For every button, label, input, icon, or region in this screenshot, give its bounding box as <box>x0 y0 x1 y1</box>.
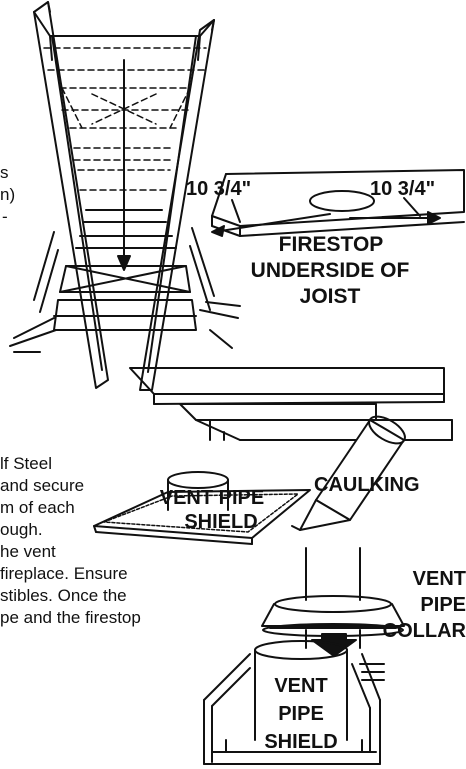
firestop-title-line: JOIST <box>299 285 361 308</box>
firestop-title-line: UNDERSIDE OF <box>250 259 410 282</box>
text-fragment: pe and the firestop <box>0 608 141 627</box>
firestop-subtitle-end: JOIST <box>270 284 390 310</box>
firestop-subtitle: UNDERSIDE OF <box>210 258 450 284</box>
vent-pipe-shield-label: VENT PIPE <box>142 486 282 510</box>
text-fragment: m of each <box>0 498 75 517</box>
bottom-vent-pipe-shield-label: VENT PIPE SHIELD <box>256 672 346 756</box>
text-fragment: stibles. Once the <box>0 586 127 605</box>
vent-pipe-collar-line: VENT <box>412 568 466 590</box>
text-fragment: s <box>0 163 9 182</box>
bottom-shield-line: PIPE <box>278 703 324 725</box>
text-fragment: he vent <box>0 542 56 561</box>
text-fragment: - <box>2 207 8 226</box>
vent-pipe-shield-line: SHIELD <box>184 511 258 533</box>
text-fragment: fireplace. Ensure <box>0 564 128 583</box>
collar-shield-drawing <box>203 547 405 765</box>
text-fragment: and secure <box>0 476 85 495</box>
text-fragment: n) <box>0 185 16 204</box>
bottom-shield-line: SHIELD <box>264 731 338 753</box>
dimension-right-label: 10 3/4" <box>370 178 436 200</box>
vent-pipe-shield-label-2: SHIELD <box>176 510 266 534</box>
firestop-plate <box>211 169 465 237</box>
firestop-title: FIRESTOP <box>246 232 416 258</box>
text-fragment: ough. <box>0 520 43 539</box>
vent-pipe-collar-line: COLLAR <box>382 620 466 642</box>
dimension-left-label: 10 3/4" <box>186 178 252 200</box>
caulking-label: CAULKING <box>314 474 420 496</box>
vent-pipe-collar-label: VENT PIPE COLLAR <box>376 566 466 644</box>
firestop-title-line: FIRESTOP <box>278 233 384 256</box>
vent-pipe-shield-line: VENT PIPE <box>159 487 265 509</box>
text-fragment: lf Steel <box>0 454 52 473</box>
bottom-shield-line: VENT <box>274 675 328 697</box>
joist-caulking-drawing <box>93 367 453 545</box>
framing-drawing <box>9 1 241 391</box>
vent-pipe-collar-line: PIPE <box>420 594 466 616</box>
